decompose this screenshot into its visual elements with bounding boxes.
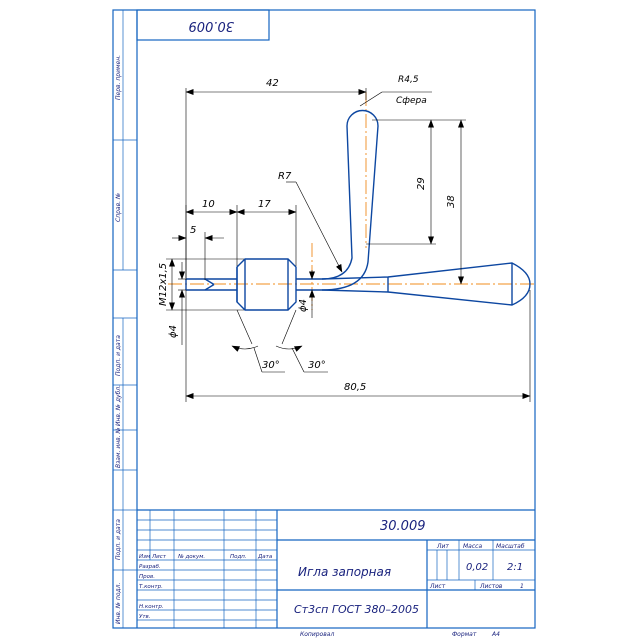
change-doc: № докум. (177, 554, 205, 560)
dim-42: 42 (266, 78, 279, 89)
stamp-text: 30.009 Игла запорная Ст3сп ГОСТ 380–2005… (139, 519, 525, 638)
stamp-scale-header: Масштаб (496, 543, 525, 550)
side-sprav-no: Справ. № (115, 193, 122, 222)
role-razrab: Разраб. (139, 564, 161, 570)
drawing-title: Игла запорная (298, 565, 391, 579)
stamp-sheets-label: Листов (479, 583, 503, 590)
role-utv: Утв. (139, 614, 151, 620)
stamp-mass-header: Масса (463, 543, 482, 550)
role-nkontr: Н.контр. (139, 604, 164, 610)
material: Ст3сп ГОСТ 380–2005 (294, 603, 419, 616)
stamp-sheet-label: Лист (429, 583, 446, 590)
side-inv-podl: Инв. № подл. (115, 583, 122, 624)
dim-angle-30-a: 30° (262, 360, 280, 371)
dim-29: 29 (416, 177, 427, 190)
dim-5: 5 (190, 225, 196, 236)
role-tkontr: Т.контр. (139, 584, 163, 590)
title-block (137, 509, 535, 629)
dim-17: 17 (258, 199, 271, 210)
dim-phi4-mid: ϕ4 (298, 299, 309, 312)
change-list: Лист (151, 554, 167, 560)
dim-angle-30-b: 30° (308, 360, 326, 371)
dimension-labels: 42 R4,5 Сфера 29 38 R7 10 17 5 M12x1,5 ϕ… (158, 75, 457, 393)
dim-r45: R4,5 (398, 75, 419, 85)
format-value: A4 (491, 631, 500, 638)
change-izm: Изм (139, 554, 150, 560)
side-vzam-inv: Взам. инв. № (115, 427, 122, 468)
dim-38: 38 (446, 195, 457, 208)
copied-label: Копировал (300, 631, 334, 638)
sheet-frame (112, 9, 536, 629)
stamp-scale-value: 2:1 (507, 562, 523, 573)
change-date: Дата (257, 554, 273, 560)
side-podp-data-2: Подп. и дата (115, 519, 122, 560)
change-sign: Подп. (230, 554, 247, 560)
side-podp-data-1: Подп. и дата (115, 335, 122, 376)
format-label: Формат (452, 631, 477, 638)
stamp-mass-value: 0,02 (466, 562, 488, 573)
role-prov: Пров. (139, 574, 155, 580)
dim-80-5: 80,5 (344, 382, 366, 393)
stamp-lit-header: Лит (436, 543, 449, 550)
side-inv-dubl: Инв. № дубл. (115, 385, 122, 426)
side-perv-primen: Перв. примен. (115, 55, 122, 100)
dim-sphere-label: Сфера (396, 96, 427, 106)
stamp-sheets-count: 1 (520, 583, 524, 590)
needle-part (185, 109, 531, 311)
dim-r7: R7 (278, 171, 292, 182)
center-lines (168, 92, 536, 310)
dim-thread: M12x1,5 (158, 263, 169, 306)
dimensions (166, 88, 531, 402)
dim-10: 10 (202, 199, 215, 210)
dim-phi4-left: ϕ4 (168, 325, 179, 338)
frame-labels: 30.009 Перв. примен. Справ. № Подп. и да… (115, 18, 234, 624)
top-doc-number: 30.009 (189, 18, 235, 33)
doc-number: 30.009 (380, 519, 426, 534)
